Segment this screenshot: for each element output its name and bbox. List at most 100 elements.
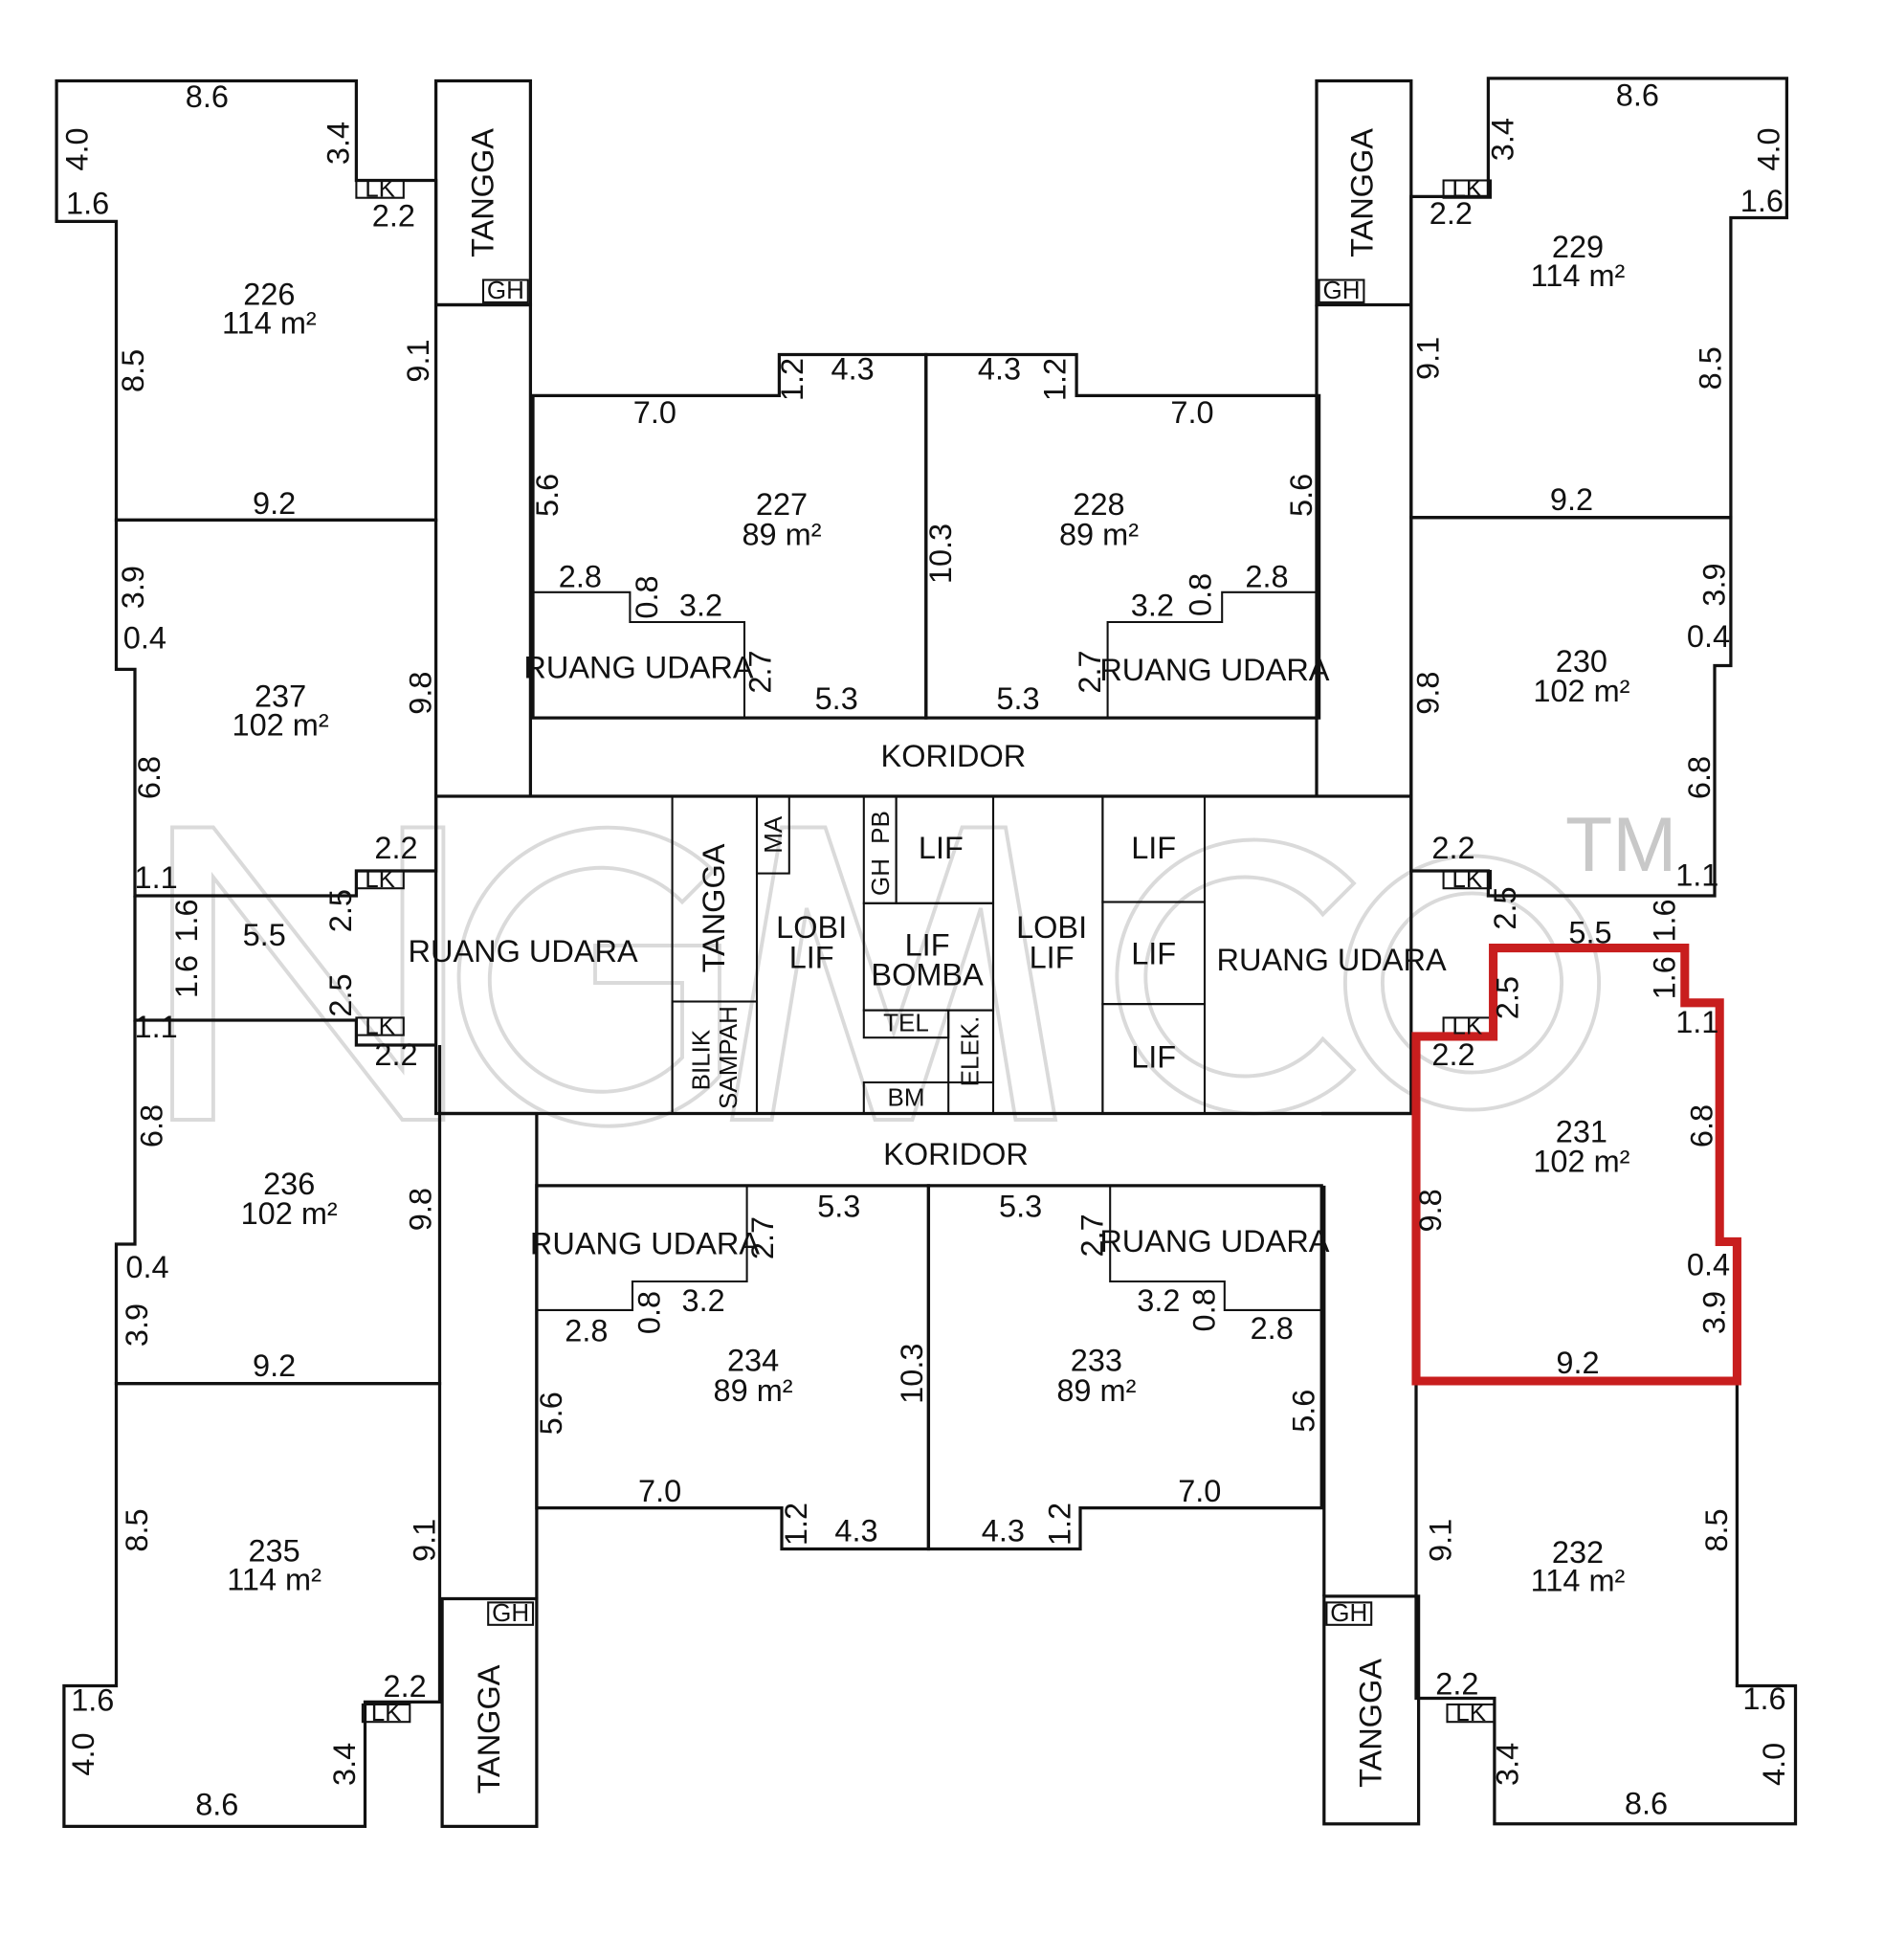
gh-label: GH <box>866 858 895 896</box>
dim-label: 9.2 <box>1550 482 1593 517</box>
dim-label: 8.5 <box>116 349 150 392</box>
unit-235-area: 114 m² <box>227 1562 321 1596</box>
air-well-label: RUANG UDARA <box>409 934 638 969</box>
stair-se <box>1322 1594 1421 1826</box>
unit-237-number: 237 <box>255 679 306 713</box>
dim-label: 8.6 <box>186 79 229 114</box>
unit-231-area: 102 m² <box>1533 1145 1629 1179</box>
dim-label: 5.3 <box>999 1189 1042 1223</box>
dim-label: 5.6 <box>530 474 565 517</box>
lk-label: LK <box>371 1698 402 1726</box>
dim-label: 2.5 <box>323 973 358 1016</box>
dim-label: 9.1 <box>1423 1519 1457 1562</box>
dim-label: 1.6 <box>1742 1682 1785 1716</box>
unit-228-outline <box>924 352 1321 720</box>
dim-label: 2.2 <box>1431 1037 1474 1072</box>
dim-label: 8.6 <box>1625 1786 1668 1820</box>
refuse-room-label: SAMPAH <box>714 1006 743 1109</box>
dim-label: 5.5 <box>243 918 286 952</box>
unit-226-area: 114 m² <box>222 305 317 340</box>
lift-lobby-label: LIF <box>789 940 834 974</box>
dim-label: 5.5 <box>1568 915 1611 949</box>
watermark: TM <box>170 802 1676 1128</box>
dim-label: 9.8 <box>1413 1189 1448 1232</box>
air-well-label: RUANG UDARA <box>523 651 753 685</box>
dim-label: 2.2 <box>374 1037 417 1072</box>
dim-label: 4.3 <box>834 1514 877 1548</box>
dim-label: 8.5 <box>1699 1508 1734 1551</box>
dim-label: 9.1 <box>1410 337 1445 380</box>
lift-label: LIF <box>1131 1039 1176 1074</box>
dim-label: 4.3 <box>978 352 1021 387</box>
dim-label: 7.0 <box>1178 1474 1221 1508</box>
watermark-tm: TM <box>1565 802 1676 888</box>
dim-label: 6.8 <box>132 756 166 799</box>
dim-label: 4.0 <box>1757 1743 1791 1786</box>
dim-label: 3.2 <box>682 1283 725 1318</box>
dim-label: 9.1 <box>407 1519 441 1562</box>
dim-label: 3.9 <box>1696 1291 1731 1334</box>
gh-label: GH <box>487 276 524 304</box>
dim-label: 5.3 <box>817 1189 860 1223</box>
unit-230-area: 102 m² <box>1533 674 1629 708</box>
pb-label: PB <box>866 811 895 844</box>
gh-label: GH <box>492 1598 529 1627</box>
dim-label: 3.2 <box>679 589 722 623</box>
unit-227-area: 89 m² <box>742 517 821 551</box>
unit-229-number: 229 <box>1552 230 1604 264</box>
dim-label: 3.4 <box>321 122 356 165</box>
dim-label: 0.4 <box>125 1250 168 1284</box>
dim-label: 2.8 <box>1245 560 1288 594</box>
unit-228-area: 89 m² <box>1059 517 1139 551</box>
dim-label: 1.6 <box>169 899 204 942</box>
dim-label: 1.6 <box>71 1682 114 1717</box>
dim-label: 3.4 <box>1485 118 1519 161</box>
dim-label: 6.8 <box>1684 1104 1718 1147</box>
dim-label: 3.9 <box>1696 563 1731 606</box>
corridor-label: KORIDOR <box>883 1137 1029 1171</box>
lift-label: LIF <box>1131 936 1176 970</box>
dim-label: 9.1 <box>401 339 435 382</box>
lk-label: LK <box>1452 173 1482 202</box>
tel-label: TEL <box>883 1009 929 1037</box>
dim-label: 2.5 <box>1488 886 1522 929</box>
unit-236-outline <box>114 1019 442 1386</box>
dim-label: 2.2 <box>1431 831 1474 865</box>
unit-233-number: 233 <box>1071 1344 1122 1378</box>
refuse-room-label: BILIK <box>687 1029 716 1090</box>
dim-label: 3.9 <box>116 566 150 609</box>
dim-label: 1.6 <box>169 955 204 998</box>
dim-label: 10.3 <box>895 1344 929 1404</box>
dim-label: 0.4 <box>1687 1248 1730 1282</box>
dim-label: 0.8 <box>632 1291 667 1334</box>
dim-label: 4.0 <box>60 127 95 170</box>
dim-label: 2.7 <box>743 650 777 693</box>
air-well-label: RUANG UDARA <box>1217 943 1447 977</box>
lift-label: LIF <box>1131 831 1176 865</box>
dim-label: 6.8 <box>135 1104 169 1147</box>
lift-lobby-label: LIF <box>1030 940 1075 974</box>
unit-235-outline <box>62 1381 442 1829</box>
lk-label: LK <box>365 173 395 202</box>
dim-label: 2.2 <box>384 1669 427 1704</box>
lk-label: LK <box>1452 864 1482 893</box>
dim-label: 2.5 <box>1491 976 1525 1019</box>
fire-lift-label: BOMBA <box>871 958 984 992</box>
unit-231-highlight[interactable] <box>1411 944 1741 1386</box>
dim-label: 9.2 <box>1556 1346 1599 1380</box>
unit-230-outline <box>1409 516 1733 898</box>
dim-label: 10.3 <box>923 523 958 584</box>
unit-234-number: 234 <box>727 1344 779 1378</box>
dim-label: 9.8 <box>1410 672 1445 715</box>
dim-label: 3.9 <box>120 1303 154 1347</box>
unit-229-area: 114 m² <box>1531 258 1626 293</box>
dim-label: 3.4 <box>1491 1743 1525 1786</box>
lk-label: LK <box>1455 1698 1486 1726</box>
elek-label: ELEK. <box>955 1016 984 1087</box>
stair-label: TANGGA <box>697 843 731 972</box>
unit-234-area: 89 m² <box>714 1373 793 1408</box>
dim-label: 0.4 <box>123 620 166 655</box>
dim-label: 1.2 <box>1043 1503 1077 1546</box>
unit-230-number: 230 <box>1556 644 1607 679</box>
